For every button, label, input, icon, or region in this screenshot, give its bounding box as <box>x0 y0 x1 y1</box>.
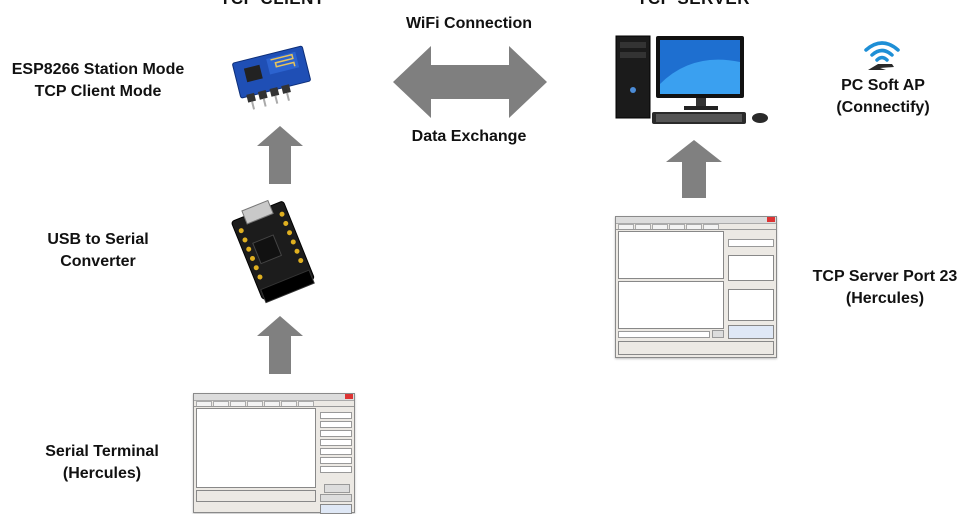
window-titlebar <box>616 217 776 224</box>
server-label-line1: TCP Server Port 23 <box>812 268 958 285</box>
esp8266-module-image <box>232 45 311 110</box>
softap-label-line2: (Connectify) <box>836 99 930 116</box>
window-titlebar <box>194 394 354 401</box>
port-field[interactable] <box>728 239 774 247</box>
hercules-serial-window <box>193 393 355 514</box>
sent-data-pane <box>618 281 724 329</box>
serial-setting-field[interactable] <box>320 412 352 419</box>
serial-terminal-label: Serial Terminal (Hercules) <box>0 441 204 485</box>
tcp-server-port-label: TCP Server Port 23 (Hercules) <box>800 266 966 310</box>
serial-setting-field[interactable] <box>320 448 352 455</box>
update-button[interactable] <box>320 494 352 502</box>
server-label-line2: (Hercules) <box>845 290 925 307</box>
usb-serial-converter-image <box>231 199 315 304</box>
terminal-label-line2: (Hercules) <box>62 465 142 482</box>
up-arrow-icon <box>257 126 303 184</box>
tcp-client-header: TCP CLIENT <box>220 0 325 9</box>
window-tabs <box>194 401 354 407</box>
esp-label-line2: TCP Client Mode <box>34 83 162 100</box>
double-arrow-icon <box>393 46 547 118</box>
send-input[interactable] <box>618 331 710 338</box>
close-port-button[interactable] <box>324 484 350 493</box>
received-data-pane <box>196 408 316 488</box>
esp-label-line1: ESP8266 Station Mode <box>11 61 185 78</box>
usb-label-line1: USB to Serial <box>47 231 149 248</box>
window-tabs <box>616 224 776 230</box>
modem-lines-panel <box>196 490 316 502</box>
desktop-pc-image <box>615 35 768 124</box>
hw-logo <box>320 504 352 514</box>
close-icon[interactable] <box>345 394 353 399</box>
serial-setting-field[interactable] <box>320 466 352 473</box>
serial-setting-field[interactable] <box>320 457 352 464</box>
received-data-pane <box>618 231 724 279</box>
serial-setting-field[interactable] <box>320 439 352 446</box>
wifi-connection-label: WiFi Connection <box>405 15 533 32</box>
serial-setting-field[interactable] <box>320 421 352 428</box>
up-arrow-icon <box>257 316 303 374</box>
tea-auth-panel <box>728 255 774 281</box>
terminal-label-line1: Serial Terminal <box>45 443 159 460</box>
wifi-hand-icon <box>864 41 900 70</box>
esp-label: ESP8266 Station Mode TCP Client Mode <box>0 59 196 103</box>
usb-serial-label: USB to Serial Converter <box>0 229 196 273</box>
close-icon[interactable] <box>767 217 775 222</box>
soft-ap-label: PC Soft AP (Connectify) <box>818 75 948 119</box>
hw-logo <box>728 325 774 339</box>
send-button[interactable] <box>712 330 724 338</box>
softap-label-line1: PC Soft AP <box>841 77 925 94</box>
tcp-server-header: TCP SERVER <box>637 0 750 9</box>
up-arrow-icon <box>666 140 722 198</box>
data-exchange-label: Data Exchange <box>411 128 527 145</box>
status-panel <box>618 341 774 355</box>
client-connections-list <box>728 289 774 321</box>
hercules-server-window <box>615 216 777 358</box>
serial-setting-field[interactable] <box>320 430 352 437</box>
usb-label-line2: Converter <box>60 253 136 270</box>
